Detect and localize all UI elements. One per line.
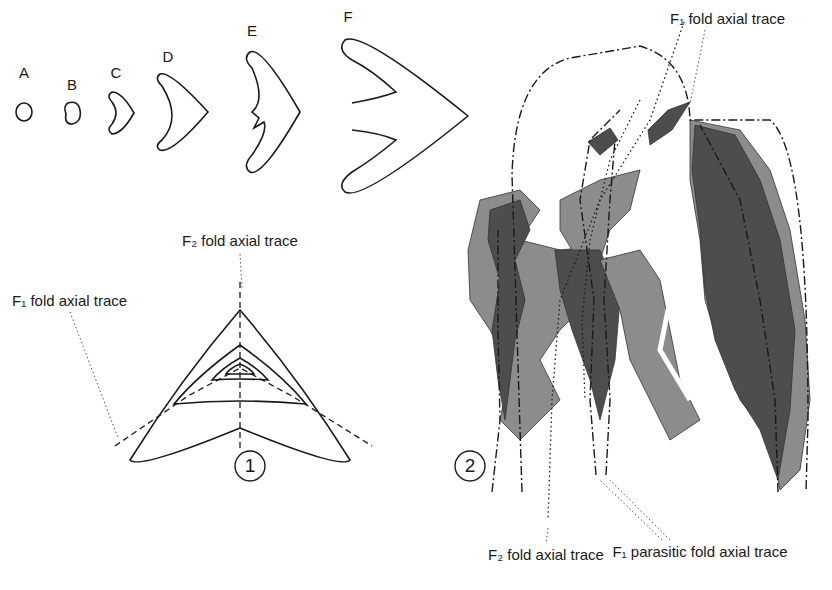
callout-number: 2 bbox=[454, 450, 486, 482]
stage-letter: A bbox=[19, 64, 29, 81]
callout-circle-ring bbox=[235, 451, 265, 481]
stage-letter: B bbox=[67, 76, 77, 93]
stage-a-outline bbox=[16, 103, 32, 121]
callout-circle: 1 bbox=[234, 450, 266, 482]
stage-letter: C bbox=[111, 64, 122, 81]
callout-number: 1 bbox=[234, 450, 266, 482]
stage-e-outline bbox=[246, 52, 300, 173]
axial-trace-label: F₁ fold axial trace bbox=[670, 10, 785, 27]
interference-map-2 bbox=[468, 22, 810, 544]
interference-sketch-1 bbox=[70, 254, 372, 462]
stage-letter: D bbox=[163, 48, 174, 65]
axial-trace-label: F₂ fold axial trace bbox=[182, 232, 298, 249]
stage-c-outline bbox=[109, 92, 134, 134]
axial-trace-label: F₁ fold axial trace bbox=[12, 292, 127, 309]
stage-f-outline bbox=[342, 39, 468, 193]
stage-letter: F bbox=[343, 8, 352, 25]
axial-trace-label: F₁ parasitic fold axial trace bbox=[605, 543, 795, 560]
growth-stages bbox=[16, 39, 468, 193]
axial-trace-label: F₂ fold axial trace bbox=[488, 546, 604, 563]
stage-d-outline bbox=[157, 74, 208, 151]
stage-letter: E bbox=[247, 22, 257, 39]
callout-circle-ring bbox=[455, 451, 485, 481]
callout-circle: 2 bbox=[454, 450, 486, 482]
stage-b-outline bbox=[65, 102, 80, 124]
